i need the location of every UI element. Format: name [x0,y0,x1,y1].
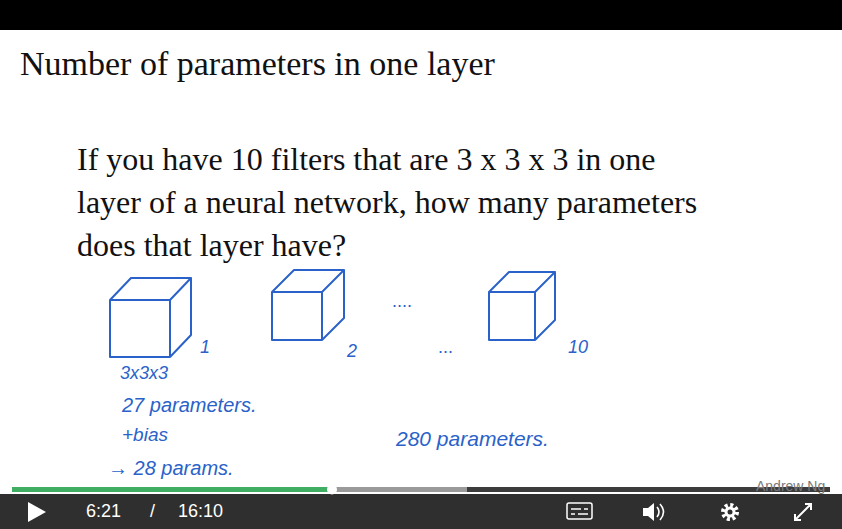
question-text: If you have 10 filters that are 3 x 3 x … [77,138,712,267]
ellipsis-mark: .... [392,290,412,312]
handwritten-note: → 28 params. [108,456,234,480]
time-separator: / [150,500,155,522]
progress-knob [327,485,337,495]
filter-number: 2 [347,340,357,362]
progress-bar [12,487,332,492]
total-time: 16:10 [178,500,223,522]
progress-track [12,487,830,492]
fullscreen-icon [795,504,811,520]
volume-icon [643,503,664,521]
buffer-bar [332,487,467,492]
top-bar [0,0,842,30]
handwritten-note: +bias [122,423,168,446]
filter-cube [110,278,191,357]
filter-cube [272,270,344,340]
filter-number: 10 [568,336,588,358]
settings-icon [723,505,737,519]
captions-icon [567,503,592,519]
handwritten-note: 3x3x3 [120,362,168,384]
play-icon [28,502,46,522]
current-time: 6:21 [86,500,121,522]
slide-title: Number of parameters in one layer [20,44,495,84]
filter-number: 1 [200,336,210,358]
filter-cubes [110,270,555,357]
watermark: Andrew Ng [756,478,825,495]
filter-cube [489,272,555,340]
control-bar [0,494,842,529]
handwritten-note: 27 parameters. [122,393,257,417]
ellipsis-mark: ... [438,336,453,358]
handwritten-total: 280 parameters. [396,426,549,451]
